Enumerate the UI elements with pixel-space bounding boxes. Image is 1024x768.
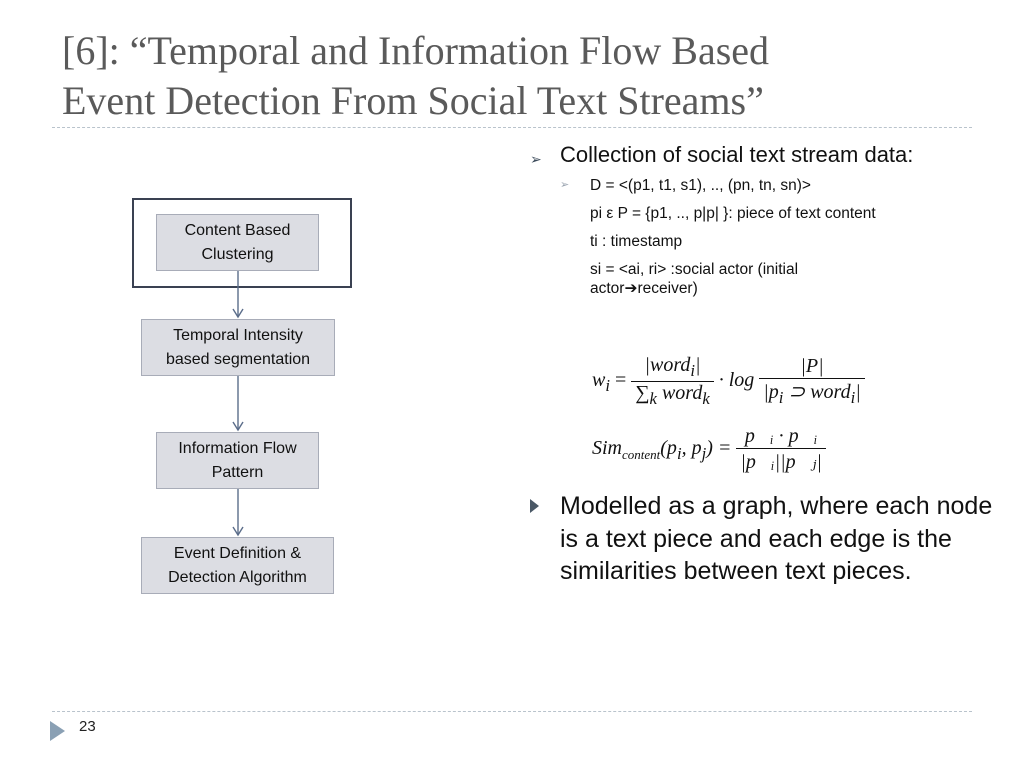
formula-text: | xyxy=(695,354,701,376)
top-divider xyxy=(52,127,972,128)
flow-box-event-detection: Event Definition & Detection Algorithm xyxy=(141,537,334,594)
flow-box-temporal-segmentation: Temporal Intensity based segmentation xyxy=(141,319,335,376)
formula-w-frac2: |P| |pi ⊃ wordi| xyxy=(759,355,865,408)
flow-box-text: Event Definition & xyxy=(173,544,302,562)
definition-ti: ti : timestamp xyxy=(590,233,683,250)
highlight-frame xyxy=(132,198,352,288)
formula-w-lhs: w xyxy=(592,369,606,392)
flow-arrowhead-1 xyxy=(232,308,244,319)
formula-text: ⊃ word xyxy=(783,381,851,403)
formula-text: |p⃗ᵢ||p⃗ⱼ| xyxy=(740,451,822,473)
slide-title: [6]: “Temporal and Information Flow Base… xyxy=(62,26,1002,126)
flow-box-text: Pattern xyxy=(211,463,264,481)
flow-box-text: Detection Algorithm xyxy=(168,568,307,586)
flow-box-text: Content Based xyxy=(184,221,291,239)
flow-arrowhead-3 xyxy=(232,526,244,537)
formula-text: |P| xyxy=(800,355,824,377)
right-arrow-icon: ➔ xyxy=(624,280,638,297)
formula-text: i xyxy=(778,388,784,407)
flow-arrows xyxy=(232,271,244,537)
formula-weight: wi = |wordi| ∑k wordk · log |P| |pi ⊃ wo… xyxy=(592,354,865,409)
formula-text: k xyxy=(702,389,710,408)
formula-text: | xyxy=(855,381,861,403)
formula-text: ) = xyxy=(706,437,737,460)
formula-similarity: Simcontent(pi, pj) = p⃗ᵢ · p⃗ᵢ |p⃗ᵢ||p⃗ⱼ… xyxy=(592,425,826,474)
definition-si: si = <ai, ri> :social actor (initial act… xyxy=(590,260,990,298)
bottom-divider xyxy=(52,711,972,712)
formula-w-eq: = xyxy=(609,369,632,392)
formula-sim-lhs: Sim xyxy=(592,437,622,460)
flow-box-text: Temporal Intensity xyxy=(173,326,303,344)
chevron-bullet-icon: ➢ xyxy=(530,151,542,167)
sub-chevron-bullet-icon: ➢ xyxy=(560,179,570,191)
flow-box-text: Clustering xyxy=(201,245,274,263)
bullet-list: ➢ Collection of social text stream data:… xyxy=(530,140,990,307)
formula-text: |p xyxy=(763,381,779,403)
bullet-text: Collection of social text stream data: xyxy=(560,142,914,167)
formula-text: ∑ xyxy=(635,382,650,404)
formula-text: j xyxy=(701,444,707,464)
flow-box-text: Information Flow xyxy=(178,439,297,457)
triangle-bullet-icon xyxy=(530,499,539,513)
formula-text: k xyxy=(649,389,657,408)
definition-si-suffix: receiver) xyxy=(637,280,698,297)
formula-sim-sub: content xyxy=(622,447,661,463)
slide-title-line-1: [6]: “Temporal and Information Flow Base… xyxy=(62,28,770,73)
definition-si-line1: si = <ai, ri> :social actor (initial xyxy=(590,261,799,278)
formula-text: , p xyxy=(681,437,702,460)
definition-si-prefix: actor xyxy=(590,280,625,297)
bullet-collection: ➢ Collection of social text stream data: xyxy=(530,140,990,170)
formula-w-frac1: |wordi| ∑k wordk xyxy=(631,354,714,409)
formula-text: word xyxy=(656,382,703,404)
page-number: 23 xyxy=(79,718,96,735)
flowchart: Content Based Clustering Temporal Intens… xyxy=(0,0,520,700)
definition-d: D = <(p1, t1, s1), .., (pn, tn, sn)> xyxy=(590,177,811,194)
formula-text: · log xyxy=(713,369,755,392)
flow-box-content-clustering: Content Based Clustering xyxy=(156,214,319,271)
flow-arrowhead-2 xyxy=(232,421,244,432)
slide-triangle-icon xyxy=(50,721,65,741)
slide-title-line-2: Event Detection From Social Text Streams… xyxy=(62,78,764,123)
formula-text: i xyxy=(850,388,856,407)
formula-text: i xyxy=(676,444,682,464)
formula-text: (p xyxy=(660,437,677,460)
sub-bullet-definitions: ➢ D = <(p1, t1, s1), .., (pn, tn, sn)> p… xyxy=(560,176,990,298)
formula-text: |word xyxy=(644,354,691,376)
formula-sim-frac: p⃗ᵢ · p⃗ᵢ |p⃗ᵢ||p⃗ⱼ| xyxy=(736,425,826,474)
formula-text: p⃗ᵢ · p⃗ᵢ xyxy=(736,425,826,449)
formula-w-sub: i xyxy=(605,376,610,396)
definition-pi: pi ε P = {p1, .., p|p| }: piece of text … xyxy=(590,205,876,222)
flow-box-text: based segmentation xyxy=(165,350,311,368)
bullet-graph-model: Modelled as a graph, where each node is … xyxy=(530,490,1000,588)
bullet-text: Modelled as a graph, where each node is … xyxy=(560,492,993,585)
flow-box-information-flow: Information Flow Pattern xyxy=(156,432,319,489)
formula-text: i xyxy=(690,361,696,380)
